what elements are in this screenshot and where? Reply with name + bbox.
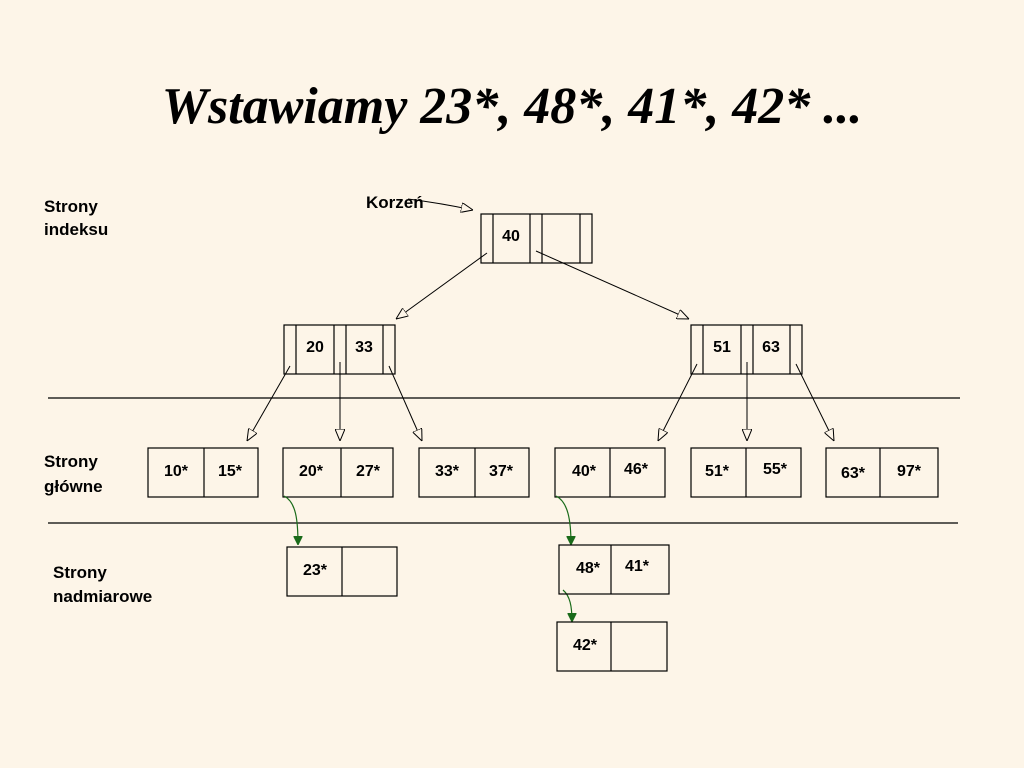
leaf-5-entry-2: 55* [763,461,788,478]
leaf-4-entry-1: 40* [572,463,597,480]
overflow-1-entry-1: 23* [303,562,328,579]
arrow-index-left-to-leaf-3 [388,365,422,441]
overflow-2-entry-1: 48* [576,560,601,577]
leaf-4-entry-2: 46* [624,461,649,478]
overflow-page-2: 48* 41* [558,544,670,595]
index-right-key-1: 51 [713,339,731,356]
overflow-arrow-leaf-4 [555,495,571,545]
root-pointer-arrow [407,198,473,210]
root-label: Korzeń [366,193,424,212]
section-label-index-line1: Strony [44,197,98,216]
leaf-3-entry-1: 33* [435,463,460,480]
overflow-page-3: 42* [556,621,668,672]
overflow-page-1: 23* [286,546,398,597]
leaf-6-entry-2: 97* [897,463,922,480]
arrow-index-right-to-leaf-6 [795,363,834,441]
leaf-page-6: 63* 97* [825,447,939,498]
leaf-6-entry-1: 63* [841,465,866,482]
section-label-primary: Strony główne [44,452,103,496]
leaf-page-2: 20* 27* [282,447,394,498]
leaf-page-3: 33* 37* [418,447,530,498]
leaf-page-1: 10* 15* [147,447,259,498]
index-right-key-2: 63 [762,339,780,356]
leaf-page-5: 51* 55* [690,447,802,498]
root-key: 40 [502,228,520,245]
index-left-key-2: 33 [355,339,373,356]
section-label-overflow-line1: Strony [53,563,107,582]
arrow-root-to-left [396,252,488,319]
arrow-index-left-to-leaf-1 [247,365,291,441]
index-node-right: 51 63 [690,324,803,375]
section-label-index: Strony indeksu [44,197,108,239]
index-left-key-1: 20 [306,339,324,356]
section-label-index-line2: indeksu [44,220,108,239]
leaf-1-entry-2: 15* [218,463,243,480]
leaf-2-entry-2: 27* [356,463,381,480]
section-label-overflow: Strony nadmiarowe [53,563,152,606]
leaf-5-entry-1: 51* [705,463,730,480]
leaf-3-entry-2: 37* [489,463,514,480]
overflow-3-entry-1: 42* [573,637,598,654]
section-label-primary-line1: Strony [44,452,98,471]
overflow-arrow-chain [562,589,572,622]
arrow-index-right-to-leaf-4 [658,363,698,441]
leaf-2-entry-1: 20* [299,463,324,480]
overflow-arrow-leaf-2 [283,495,298,545]
leaf-page-4: 40* 46* [554,447,666,498]
section-label-primary-line2: główne [44,477,103,496]
leaf-1-entry-1: 10* [164,463,189,480]
slide-title: Wstawiamy 23*, 48*, 41*, 42* ... [161,78,863,135]
arrow-root-to-right [535,250,689,319]
root-node: 40 [480,213,593,264]
overflow-2-entry-2: 41* [625,558,650,575]
section-label-overflow-line2: nadmiarowe [53,587,152,606]
